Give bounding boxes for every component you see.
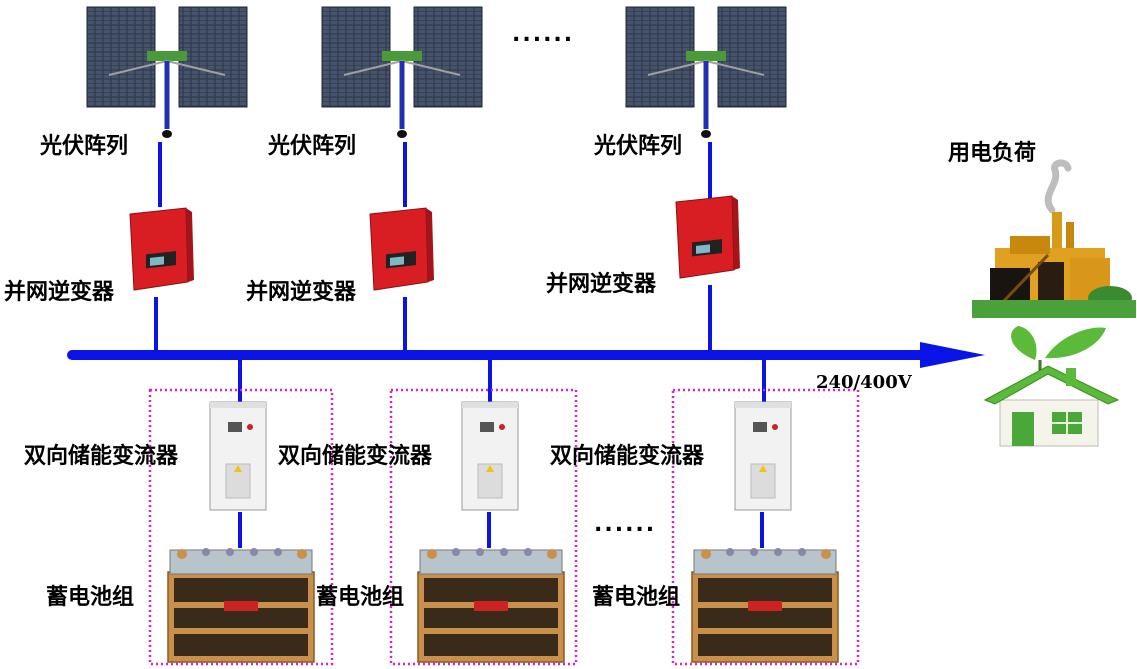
inverter-2 [369,207,434,291]
pv-array-label-1: 光伏阵列 [40,134,129,159]
ac-bus [67,342,985,368]
storage-unit-boxes [148,388,860,666]
battery-bank-3 [691,548,839,663]
bidirectional-converter-label-1: 双向储能变流器 [24,444,179,469]
battery-bank-label-3: 蓄电池组 [592,585,681,610]
grid-inverter-label-1: 并网逆变器 [4,280,115,305]
house-icon [983,326,1120,447]
solar-array-3 [625,6,787,138]
grid-inverter-label-2: 并网逆变器 [246,280,357,305]
solar-array-1 [86,6,248,138]
battery-bank-1 [167,548,315,663]
converter-battery-connectors [238,512,764,548]
inverter-3 [675,195,740,279]
pv-array-label-3: 光伏阵列 [594,134,683,159]
inverter-bus-connectors [154,285,712,355]
pv-connectors [158,142,712,207]
load-label: 用电负荷 [948,141,1037,166]
inverter-1 [129,207,194,291]
factory-icon [972,159,1136,318]
bus-converter-connectors [238,355,766,402]
battery-bank-label-2: 蓄电池组 [316,585,405,610]
converter-cabinet-3 [734,401,792,511]
converter-cabinet-1 [209,401,267,511]
bidirectional-converter-label-2: 双向储能变流器 [278,444,433,469]
battery-bank-2 [417,548,565,663]
solar-array-2 [321,6,483,138]
pv-array-label-2: 光伏阵列 [268,134,357,159]
battery-bank-label-1: 蓄电池组 [46,585,135,610]
bidirectional-converter-label-3: 双向储能变流器 [550,444,705,469]
converter-cabinet-2 [461,401,519,511]
bus-voltage-label: 240/400V [816,372,912,393]
grid-inverter-label-3: 并网逆变器 [546,272,657,297]
pv-ellipsis: ...... [512,22,575,47]
storage-ellipsis: ...... [594,512,657,537]
